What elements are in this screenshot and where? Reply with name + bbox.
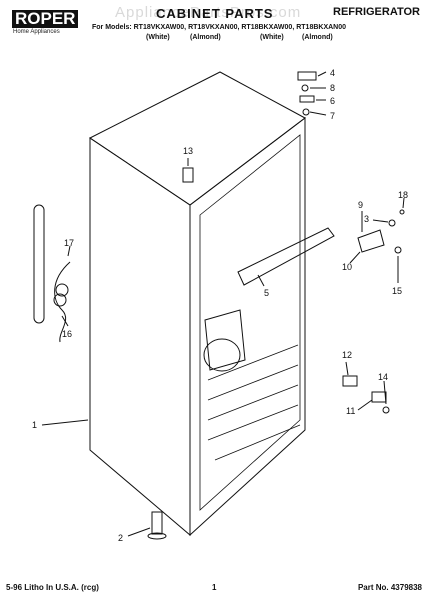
callout-11: 11 <box>346 406 355 416</box>
top-screw-part-13 <box>182 167 194 183</box>
cabinet-body <box>89 137 191 537</box>
callout-1: 1 <box>32 420 37 430</box>
callout-17: 17 <box>64 238 74 248</box>
callout-10: 10 <box>342 262 352 272</box>
divider-rail <box>237 227 335 286</box>
callout-15: 15 <box>392 286 402 296</box>
leveling-foot <box>147 532 167 540</box>
brand-logo: ROPER Home Appliances <box>6 6 79 35</box>
hinge-part-8 <box>301 84 309 92</box>
callout-14: 14 <box>378 372 388 382</box>
variant-almond-2: (Almond) <box>302 34 333 41</box>
leveling-leg <box>151 511 163 535</box>
callout-8: 8 <box>330 83 335 93</box>
callout-9: 9 <box>358 200 363 210</box>
variant-white-2: (White) <box>260 34 284 41</box>
callout-5: 5 <box>264 288 269 298</box>
screw-part-15 <box>394 246 402 254</box>
compressor-housing <box>204 309 246 371</box>
variant-almond-1: (Almond) <box>190 34 221 41</box>
watermark-text: AppliancePartsPros.com <box>115 4 302 21</box>
bracket-part-11 <box>371 391 387 403</box>
callout-6: 6 <box>330 96 335 106</box>
litho-note: 5-96 Litho In U.S.A. (rcg) <box>6 583 99 592</box>
hinge-part-7 <box>302 108 310 116</box>
callout-18: 18 <box>398 190 408 200</box>
callout-16: 16 <box>62 329 72 339</box>
screw-part-18 <box>399 209 405 215</box>
page-number: 1 <box>212 583 217 592</box>
callout-3: 3 <box>364 214 369 224</box>
appliance-category: REFRIGERATOR <box>333 6 420 18</box>
brand-name: ROPER <box>12 10 79 28</box>
cabinet-side <box>189 116 306 537</box>
hinge-part-6 <box>299 95 315 103</box>
screw-part-3 <box>388 219 396 227</box>
variant-white-1: (White) <box>146 34 170 41</box>
callout-13: 13 <box>183 146 193 156</box>
tube-part-17 <box>33 204 45 324</box>
part-number: Part No. 4379838 <box>357 583 422 592</box>
hinge-part-4 <box>297 71 317 81</box>
bracket-part-10 <box>357 229 385 253</box>
cabinet-top <box>89 71 306 206</box>
screw-part-14 <box>382 406 390 414</box>
callout-4: 4 <box>330 68 335 78</box>
callout-12: 12 <box>342 350 352 360</box>
model-list: For Models: RT18VKXAW00, RT18VKXAN00, RT… <box>92 24 347 31</box>
brand-tagline: Home Appliances <box>13 29 60 35</box>
callout-2: 2 <box>118 533 123 543</box>
bracket-part-12 <box>342 375 358 387</box>
power-cord <box>54 261 71 343</box>
callout-7: 7 <box>330 111 335 121</box>
compressor <box>203 338 241 372</box>
cabinet-liner <box>199 134 301 511</box>
page-title: CABINET PARTS <box>156 6 274 21</box>
